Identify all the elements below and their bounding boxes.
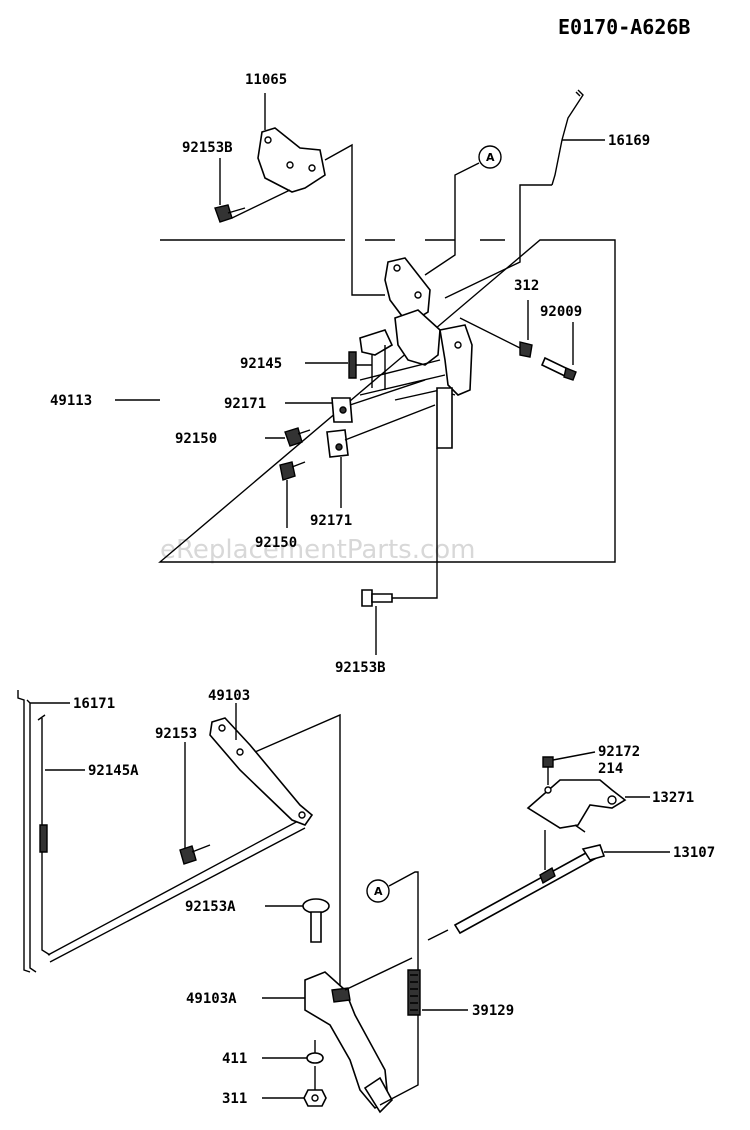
rod-16171: [17, 690, 70, 973]
leader-11065: [324, 143, 385, 296]
label-49103: 49103: [208, 688, 250, 704]
bolt-92153B-top: [214, 158, 291, 223]
diagram-code: E0170-A626B: [558, 15, 690, 39]
label-16169: 16169: [608, 133, 650, 149]
bolt-92009: [540, 322, 577, 381]
bolt-92150-b: [279, 461, 306, 528]
label-92009: 92009: [540, 304, 582, 320]
label-411: 411: [222, 1051, 247, 1067]
svg-text:A: A: [486, 151, 495, 164]
watermark: eReplacementParts.com: [160, 535, 476, 565]
spring-39129: [407, 969, 468, 1016]
nut-311: [262, 1066, 327, 1107]
label-92153A: 92153A: [185, 899, 236, 915]
clip-92171-a: [285, 379, 426, 423]
bolt-92153: [179, 742, 211, 865]
callout-a-bottom: A: [344, 871, 419, 1106]
governor-lever-assembly: [359, 257, 473, 599]
callout-a-top: A: [424, 145, 502, 276]
label-13271: 13271: [652, 790, 694, 806]
label-312: 312: [514, 278, 539, 294]
clip-92171-b: [326, 404, 436, 508]
label-92153: 92153: [155, 726, 197, 742]
label-92153B-bottom: 92153B: [335, 660, 386, 676]
label-214: 214: [598, 761, 623, 777]
lever-49103: [209, 703, 341, 990]
bolt-92172: [542, 751, 596, 785]
label-49103A: 49103A: [186, 991, 237, 1007]
label-11065: 11065: [245, 72, 287, 88]
spring-92145: [305, 351, 372, 379]
nut-312: [459, 300, 533, 358]
label-49113: 49113: [50, 393, 92, 409]
lever-49103A: [262, 971, 393, 1114]
rod-16169: [444, 89, 605, 299]
bolt-92150-a: [265, 427, 311, 447]
spring-92145A: [37, 714, 306, 963]
label-311: 311: [222, 1091, 247, 1107]
label-92172: 92172: [598, 744, 640, 760]
label-39129: 39129: [472, 1003, 514, 1019]
label-16171: 16171: [73, 696, 115, 712]
bracket-11065: [257, 93, 326, 193]
plate-13271: [526, 779, 650, 833]
bolt-92153B-bottom: [361, 589, 393, 655]
label-92145: 92145: [240, 356, 282, 372]
assembly-49113-frame: [158, 239, 616, 563]
label-92150-a: 92150: [175, 431, 217, 447]
label-13107: 13107: [673, 845, 715, 861]
label-92171-a: 92171: [224, 396, 266, 412]
bolt-92153A: [265, 898, 330, 943]
washer-411: [262, 1040, 324, 1064]
svg-text:A: A: [374, 885, 383, 898]
label-92153B-top: 92153B: [182, 140, 233, 156]
label-92171-b: 92171: [310, 513, 352, 529]
label-92150-b: 92150: [255, 535, 297, 551]
shaft-13107: [427, 830, 670, 941]
label-92145A: 92145A: [88, 763, 139, 779]
